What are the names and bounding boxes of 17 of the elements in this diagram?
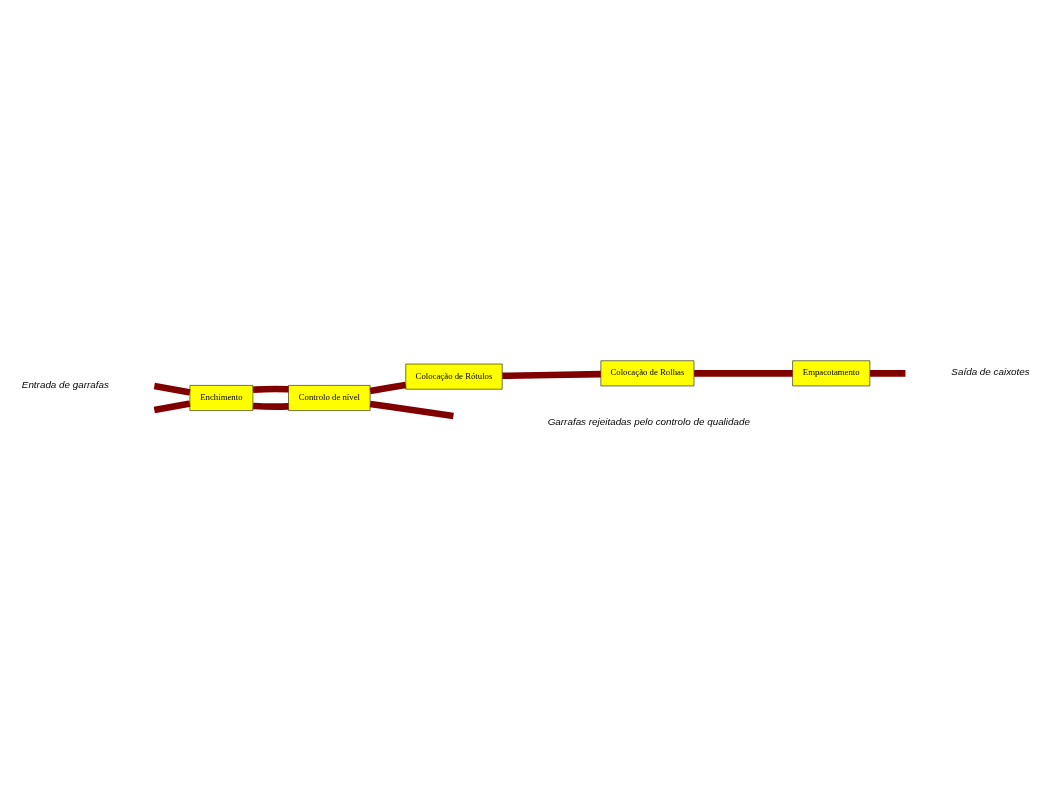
node-box: Controlo de nível — [288, 385, 371, 411]
node-box: Enchimento — [189, 385, 254, 411]
connector — [502, 370, 601, 380]
node-box: Colocação de Rolhas — [600, 360, 695, 387]
label: Garrafas rejeitadas pelo controlo de qualidade — [547, 415, 750, 427]
connector — [252, 385, 289, 393]
connector — [153, 400, 191, 414]
connector — [869, 370, 906, 377]
node-box: Empacotamento — [792, 360, 871, 387]
connector — [252, 402, 289, 410]
connector — [369, 400, 454, 420]
connector — [694, 370, 793, 377]
label: Saída de caixotes — [951, 366, 1030, 378]
connector — [369, 381, 407, 395]
node-box: Colocação de Rótulos — [405, 363, 503, 390]
connector — [153, 382, 191, 396]
label: Entrada de garrafas — [21, 378, 109, 390]
